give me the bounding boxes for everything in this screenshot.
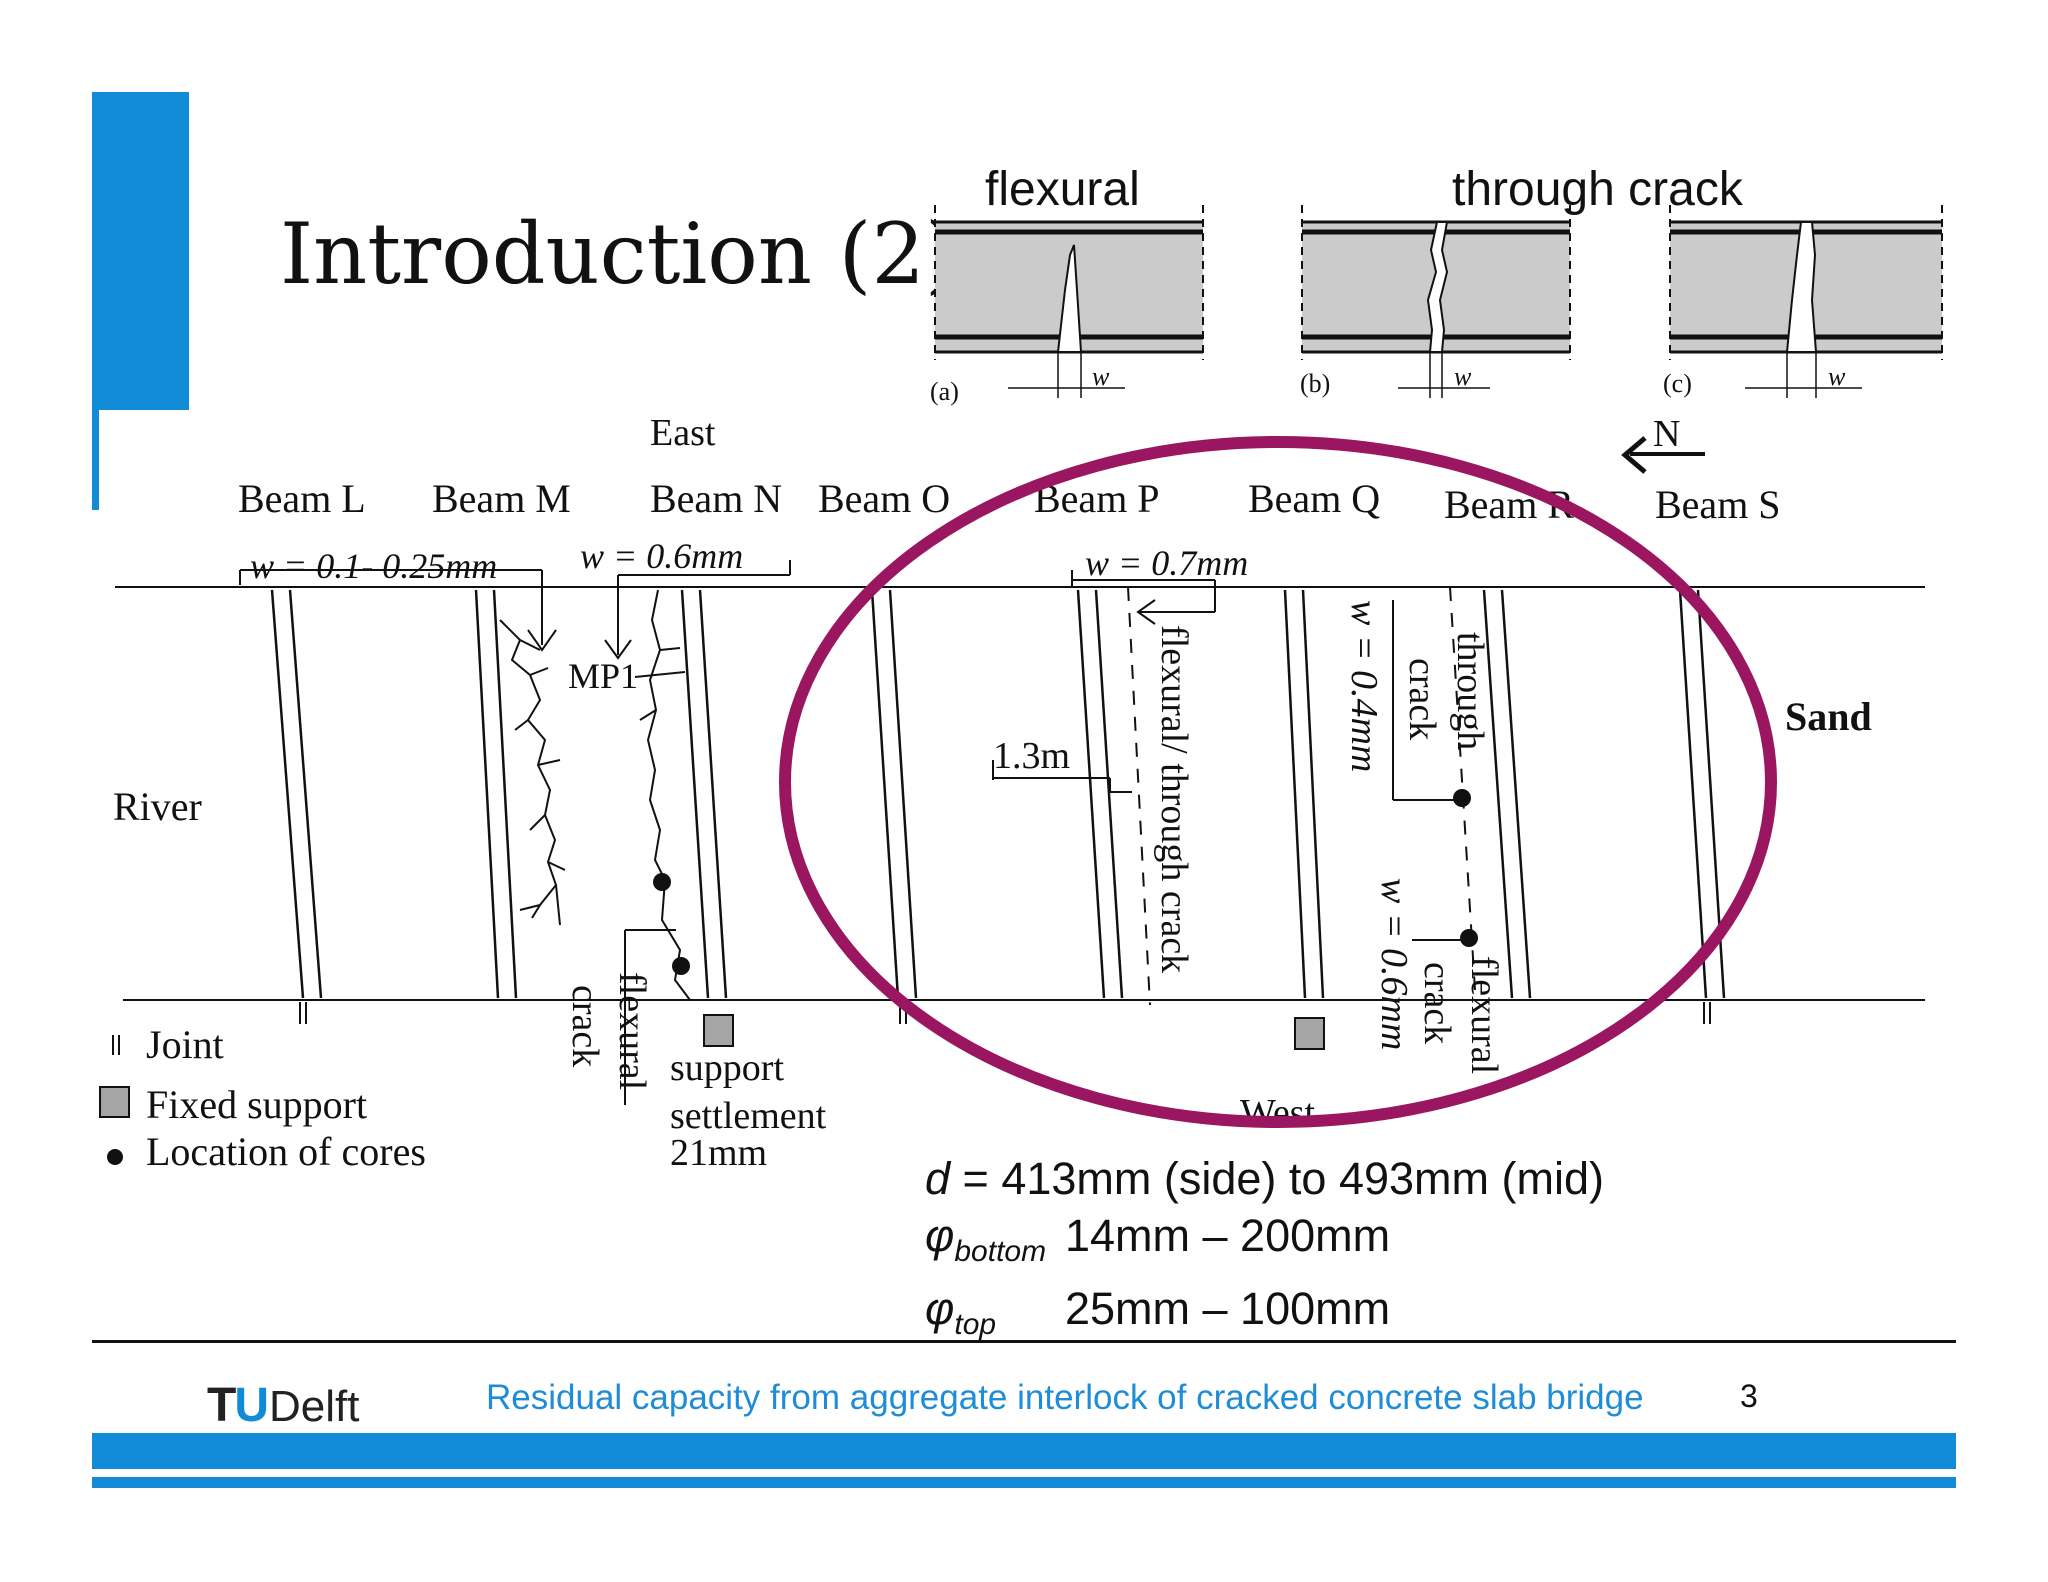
flexural-crack-r-text-2: flexural xyxy=(1463,956,1505,1074)
section-panel-b: (b) w xyxy=(1300,205,1571,398)
north-arrow-icon: N xyxy=(1621,413,1705,474)
param-d: d = 413mm (side) to 493mm (mid) xyxy=(925,1153,1604,1204)
width-annotation-lm: w = 0.1- 0.25mm xyxy=(239,546,557,652)
distance-annotation: 1.3m xyxy=(992,735,1132,793)
river-label: River xyxy=(113,784,202,829)
support-settlement-2: settlement xyxy=(670,1095,827,1137)
fixed-support-icon xyxy=(99,1086,130,1118)
section-panel-c: (c) w xyxy=(1663,205,1943,398)
flexural-crack-n-text-2: flexural xyxy=(611,972,653,1090)
slide-title: Introduction (2) xyxy=(280,205,958,303)
svg-text:w = 0.7mm: w = 0.7mm xyxy=(1085,543,1248,583)
flexural-crack-r-text-1: crack xyxy=(1416,962,1458,1044)
footer-band-thin xyxy=(92,1477,1956,1488)
w-r-text: w = 0.6mm xyxy=(1373,878,1415,1050)
panel-b-id: (b) xyxy=(1300,369,1330,398)
page-number: 3 xyxy=(1740,1378,1758,1414)
east-label: East xyxy=(650,412,716,454)
panel-c-w: w xyxy=(1828,362,1846,391)
panel-b-w: w xyxy=(1454,362,1472,391)
flexural-label: flexural xyxy=(985,163,1140,216)
core-location xyxy=(653,873,671,891)
section-panel-a: (a) w xyxy=(930,205,1204,406)
through-crack-q-text-1: through xyxy=(1449,632,1491,750)
beam-label: Beam Q xyxy=(1248,476,1380,521)
accent-line xyxy=(92,410,99,510)
core-location-icon xyxy=(107,1149,123,1165)
beam-label: Beam M xyxy=(432,476,571,521)
svg-text:N: N xyxy=(1653,413,1680,455)
mp1-label: MP1 xyxy=(568,656,638,696)
joint-icon xyxy=(112,1035,120,1055)
flexural-through-crack-line xyxy=(1127,586,1151,1006)
fixed-support xyxy=(703,1014,734,1047)
through-crack-q-text-2: crack xyxy=(1401,658,1443,740)
sand-label: Sand xyxy=(1785,694,1872,739)
width-annotation-p: w = 0.7mm xyxy=(1071,543,1248,625)
beam-label: Beam O xyxy=(818,476,950,521)
footer-band xyxy=(92,1433,1956,1469)
legend-core-location-label: Location of cores xyxy=(146,1129,426,1174)
footer-title: Residual capacity from aggregate interlo… xyxy=(486,1378,1644,1417)
beam-label: Beam S xyxy=(1655,482,1781,527)
w-q-text: w = 0.4mm xyxy=(1343,600,1385,772)
width-annotation-n: w = 0.6mm xyxy=(580,536,791,660)
panel-a-w: w xyxy=(1092,362,1110,391)
core-location xyxy=(1453,789,1471,807)
core-location xyxy=(672,957,690,975)
legend-joint-label: Joint xyxy=(146,1022,224,1067)
flexural-through-crack-text: flexural/ through crack xyxy=(1153,625,1195,973)
beams xyxy=(270,589,1726,999)
footer-rule xyxy=(92,1340,1956,1343)
panel-c-id: (c) xyxy=(1663,369,1692,398)
highlight-ellipse xyxy=(779,436,1777,1128)
svg-text:w = 0.6mm: w = 0.6mm xyxy=(580,536,743,576)
accent-bar xyxy=(92,92,189,410)
through-crack-label: through crack xyxy=(1452,163,1744,216)
panel-a-id: (a) xyxy=(930,377,959,406)
svg-text:w = 0.1- 0.25mm: w = 0.1- 0.25mm xyxy=(250,546,497,586)
core-location xyxy=(1460,929,1478,947)
support-settlement-1: support xyxy=(670,1047,784,1089)
legend: Joint Fixed support Location of cores xyxy=(99,1022,426,1174)
support-settlement-3: 21mm xyxy=(670,1132,767,1174)
tu-delft-logo: TUDelft xyxy=(207,1379,360,1432)
svg-text:1.3m: 1.3m xyxy=(993,735,1070,777)
flexural-crack-n-text-1: crack xyxy=(564,985,606,1067)
fixed-support xyxy=(1294,1017,1325,1050)
beam-label: Beam L xyxy=(238,476,366,521)
beam-label: Beam N xyxy=(650,476,782,521)
crack-pattern-beam-m xyxy=(499,619,566,926)
legend-fixed-support-label: Fixed support xyxy=(146,1082,367,1127)
crack-pattern-beam-n xyxy=(639,589,691,1001)
